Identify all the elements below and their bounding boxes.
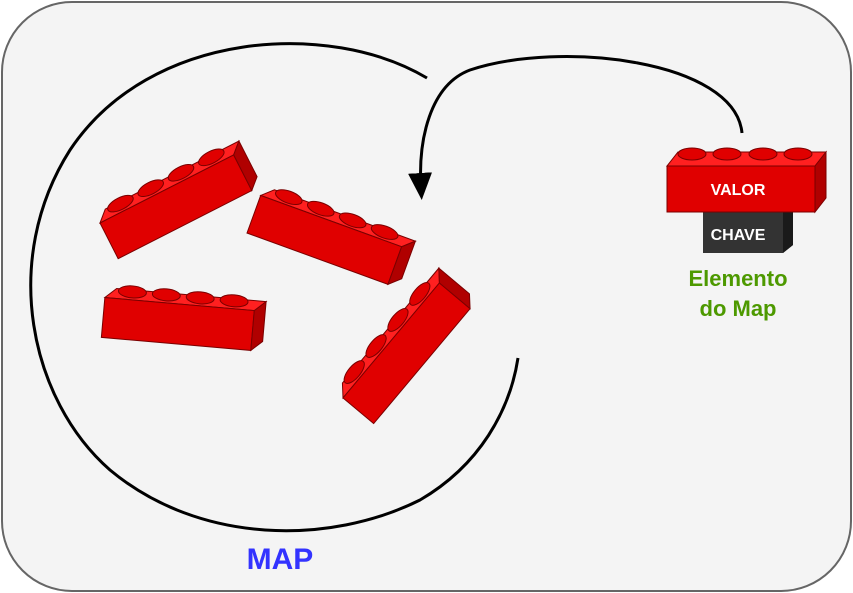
value-label: VALOR (711, 182, 766, 199)
key-label: CHAVE (711, 227, 766, 244)
map-label: MAP (247, 543, 314, 576)
value-brick (667, 148, 826, 212)
element-caption-line2: do Map (700, 296, 777, 321)
element-caption-line1: Elemento (688, 266, 787, 291)
